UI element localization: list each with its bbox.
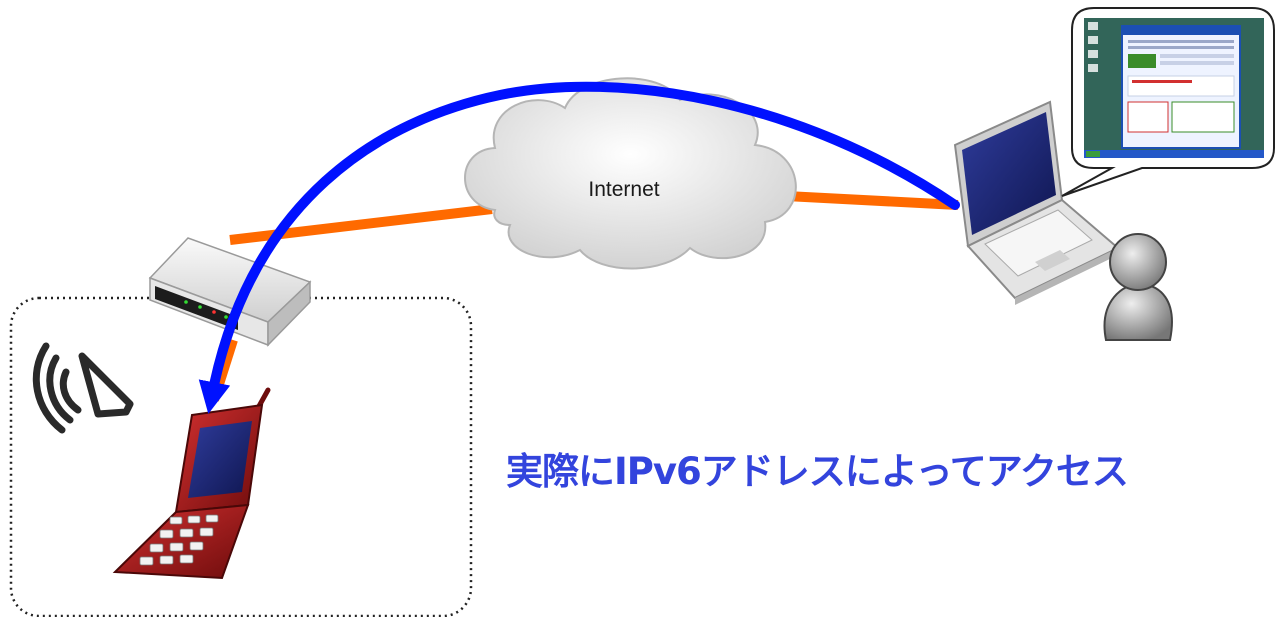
access-caption: 実際にIPv6アドレスによってアクセス: [506, 450, 1129, 493]
mobile-phone-icon: [112, 387, 271, 580]
screenshot-bubble: [1061, 7, 1275, 197]
cloud-label: Internet: [588, 178, 659, 201]
laptop-icon: [953, 100, 1120, 305]
cloud-icon: Internet: [464, 77, 797, 270]
user-icon: [1103, 233, 1173, 341]
access-arrow: [198, 81, 960, 414]
router-icon: [148, 237, 312, 347]
home-network-boundary: [9, 296, 473, 617]
broadcast-icon: [32, 342, 134, 434]
link-cloud-laptop: [785, 191, 959, 210]
link-router-cloud: [229, 204, 493, 245]
